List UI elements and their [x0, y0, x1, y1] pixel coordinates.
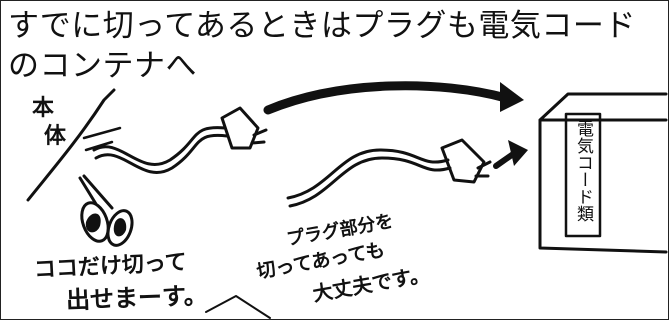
label-body-2: 体 — [44, 124, 67, 149]
container-label: 電気コード類 — [573, 120, 593, 222]
cut-mark — [82, 126, 122, 152]
instruction-heading: すでに切ってあるときはプラグも電気コード のコンテナへ — [8, 6, 658, 86]
plug-attached — [220, 106, 260, 150]
big-arrow-shaft — [263, 81, 511, 115]
label-body-1: 本 — [32, 96, 55, 121]
scissors-blades — [78, 174, 114, 210]
cord-from-body-2 — [94, 133, 229, 174]
cord-from-body — [92, 126, 227, 166]
big-arrow-head — [500, 82, 524, 112]
scissors-handle-right — [106, 209, 134, 247]
loose-cord-2 — [288, 156, 452, 208]
small-arrow-head — [508, 140, 528, 166]
loose-cord — [286, 148, 450, 200]
scissors-handle-left — [80, 201, 110, 243]
container-box — [538, 92, 668, 254]
container-label-tag — [564, 112, 602, 238]
heading-line-2: のコンテナへ — [8, 48, 197, 84]
appliance-body-edge — [26, 88, 116, 202]
label-cut-here-2: 出せまーす。 — [65, 281, 209, 315]
speech-line — [205, 295, 271, 319]
plug-loose — [440, 138, 486, 184]
heading-line-1: すでに切ってあるときはプラグも電気コード — [8, 8, 636, 44]
